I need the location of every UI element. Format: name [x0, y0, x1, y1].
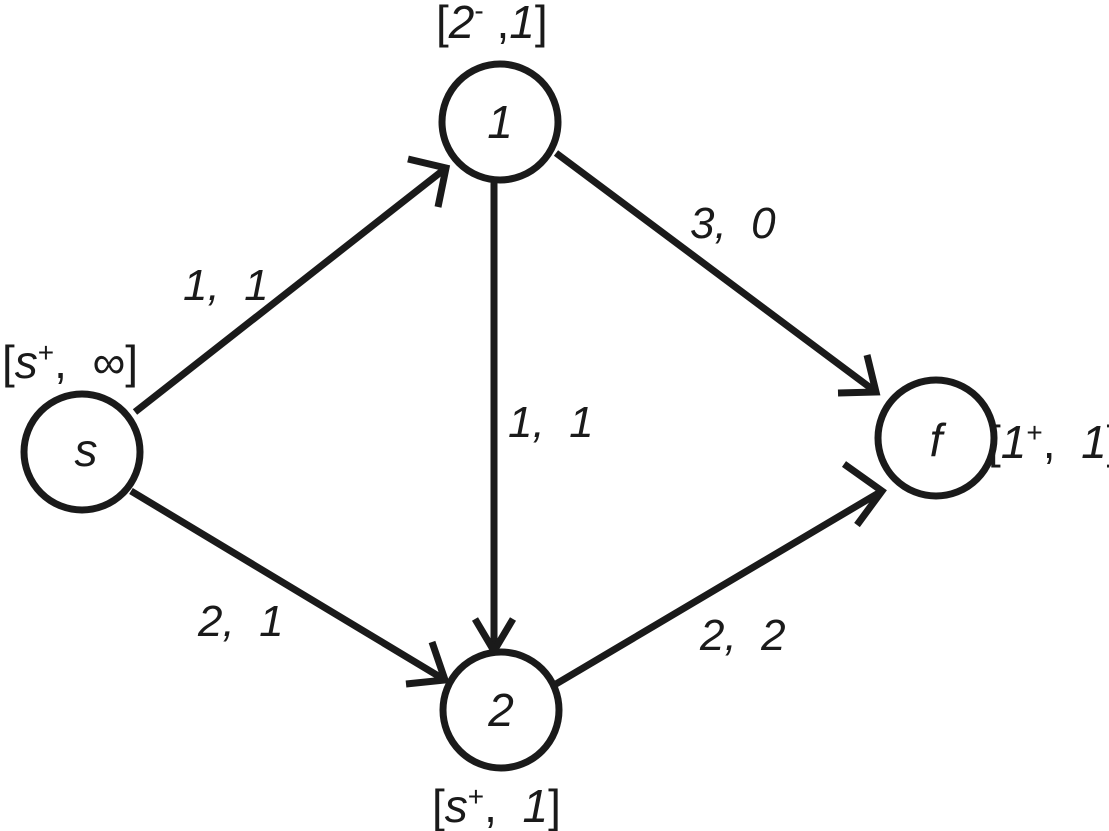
mark-1-sign: - [474, 0, 483, 26]
arrow-head-2-f [841, 461, 887, 528]
mark-f-open: [ [988, 416, 1001, 468]
mark-f-sep: , [1043, 416, 1081, 468]
mark-node-2: [s+, 1] [432, 780, 561, 831]
arrow-head-1-f [837, 354, 881, 397]
edge-label-s-2: 2, 1 [197, 597, 284, 646]
mark-1-close: ] [535, 0, 548, 48]
node-s: s [20, 390, 144, 514]
mark-f-sign: + [1026, 417, 1042, 448]
arrow-head-s-1 [407, 155, 451, 208]
mark-s-from: s [15, 336, 38, 388]
node-f: f [874, 376, 998, 500]
node-1: 1 [438, 60, 562, 184]
mark-1-open: [ [436, 0, 449, 48]
edge-s-1 [132, 165, 449, 415]
mark-2-open: [ [432, 780, 445, 831]
node-f-circle [874, 376, 998, 500]
edge-2-f [554, 487, 884, 688]
mark-2-from: s [445, 780, 468, 831]
node-2: 2 [439, 648, 563, 772]
mark-1-value: 1 [509, 0, 535, 48]
edge-1-f [553, 150, 879, 395]
mark-2-sep: , [484, 780, 522, 831]
node-f-label: f [930, 414, 947, 466]
mark-2-sign: + [468, 781, 484, 812]
node-s-label: s [75, 424, 98, 476]
node-1-circle [438, 60, 562, 184]
mark-s-sep: , [54, 336, 92, 388]
edge-label-1-2: 1, 1 [508, 398, 594, 447]
mark-node-s: [s+, ∞] [2, 336, 138, 388]
mark-node-f: [1+, 1] [988, 416, 1109, 468]
node-s-circle [20, 390, 144, 514]
arrow-head-s-2 [405, 640, 450, 688]
mark-f-from: 1 [1001, 416, 1027, 468]
mark-s-sign: + [38, 337, 54, 368]
mark-s-value: ∞ [92, 336, 125, 388]
edge-label-1-f: 3, 0 [690, 199, 776, 248]
mark-f-close: ] [1107, 416, 1109, 468]
edge-s-2 [129, 488, 447, 683]
node-2-circle [439, 648, 563, 772]
mark-s-open: [ [2, 336, 15, 388]
mark-node-1: [2- ,1] [436, 0, 548, 48]
mark-2-close: ] [548, 780, 561, 831]
node-2-label: 2 [487, 684, 514, 736]
edge-label-s-1: 1, 1 [183, 261, 269, 310]
mark-2-value: 1 [522, 780, 548, 831]
mark-1-from: 2 [448, 0, 475, 48]
mark-s-close: ] [125, 336, 138, 388]
mark-1-sep: , [484, 0, 510, 48]
mark-f-value: 1 [1081, 416, 1107, 468]
edge-label-2-f: 2, 2 [699, 611, 786, 660]
node-1-label: 1 [487, 96, 513, 148]
